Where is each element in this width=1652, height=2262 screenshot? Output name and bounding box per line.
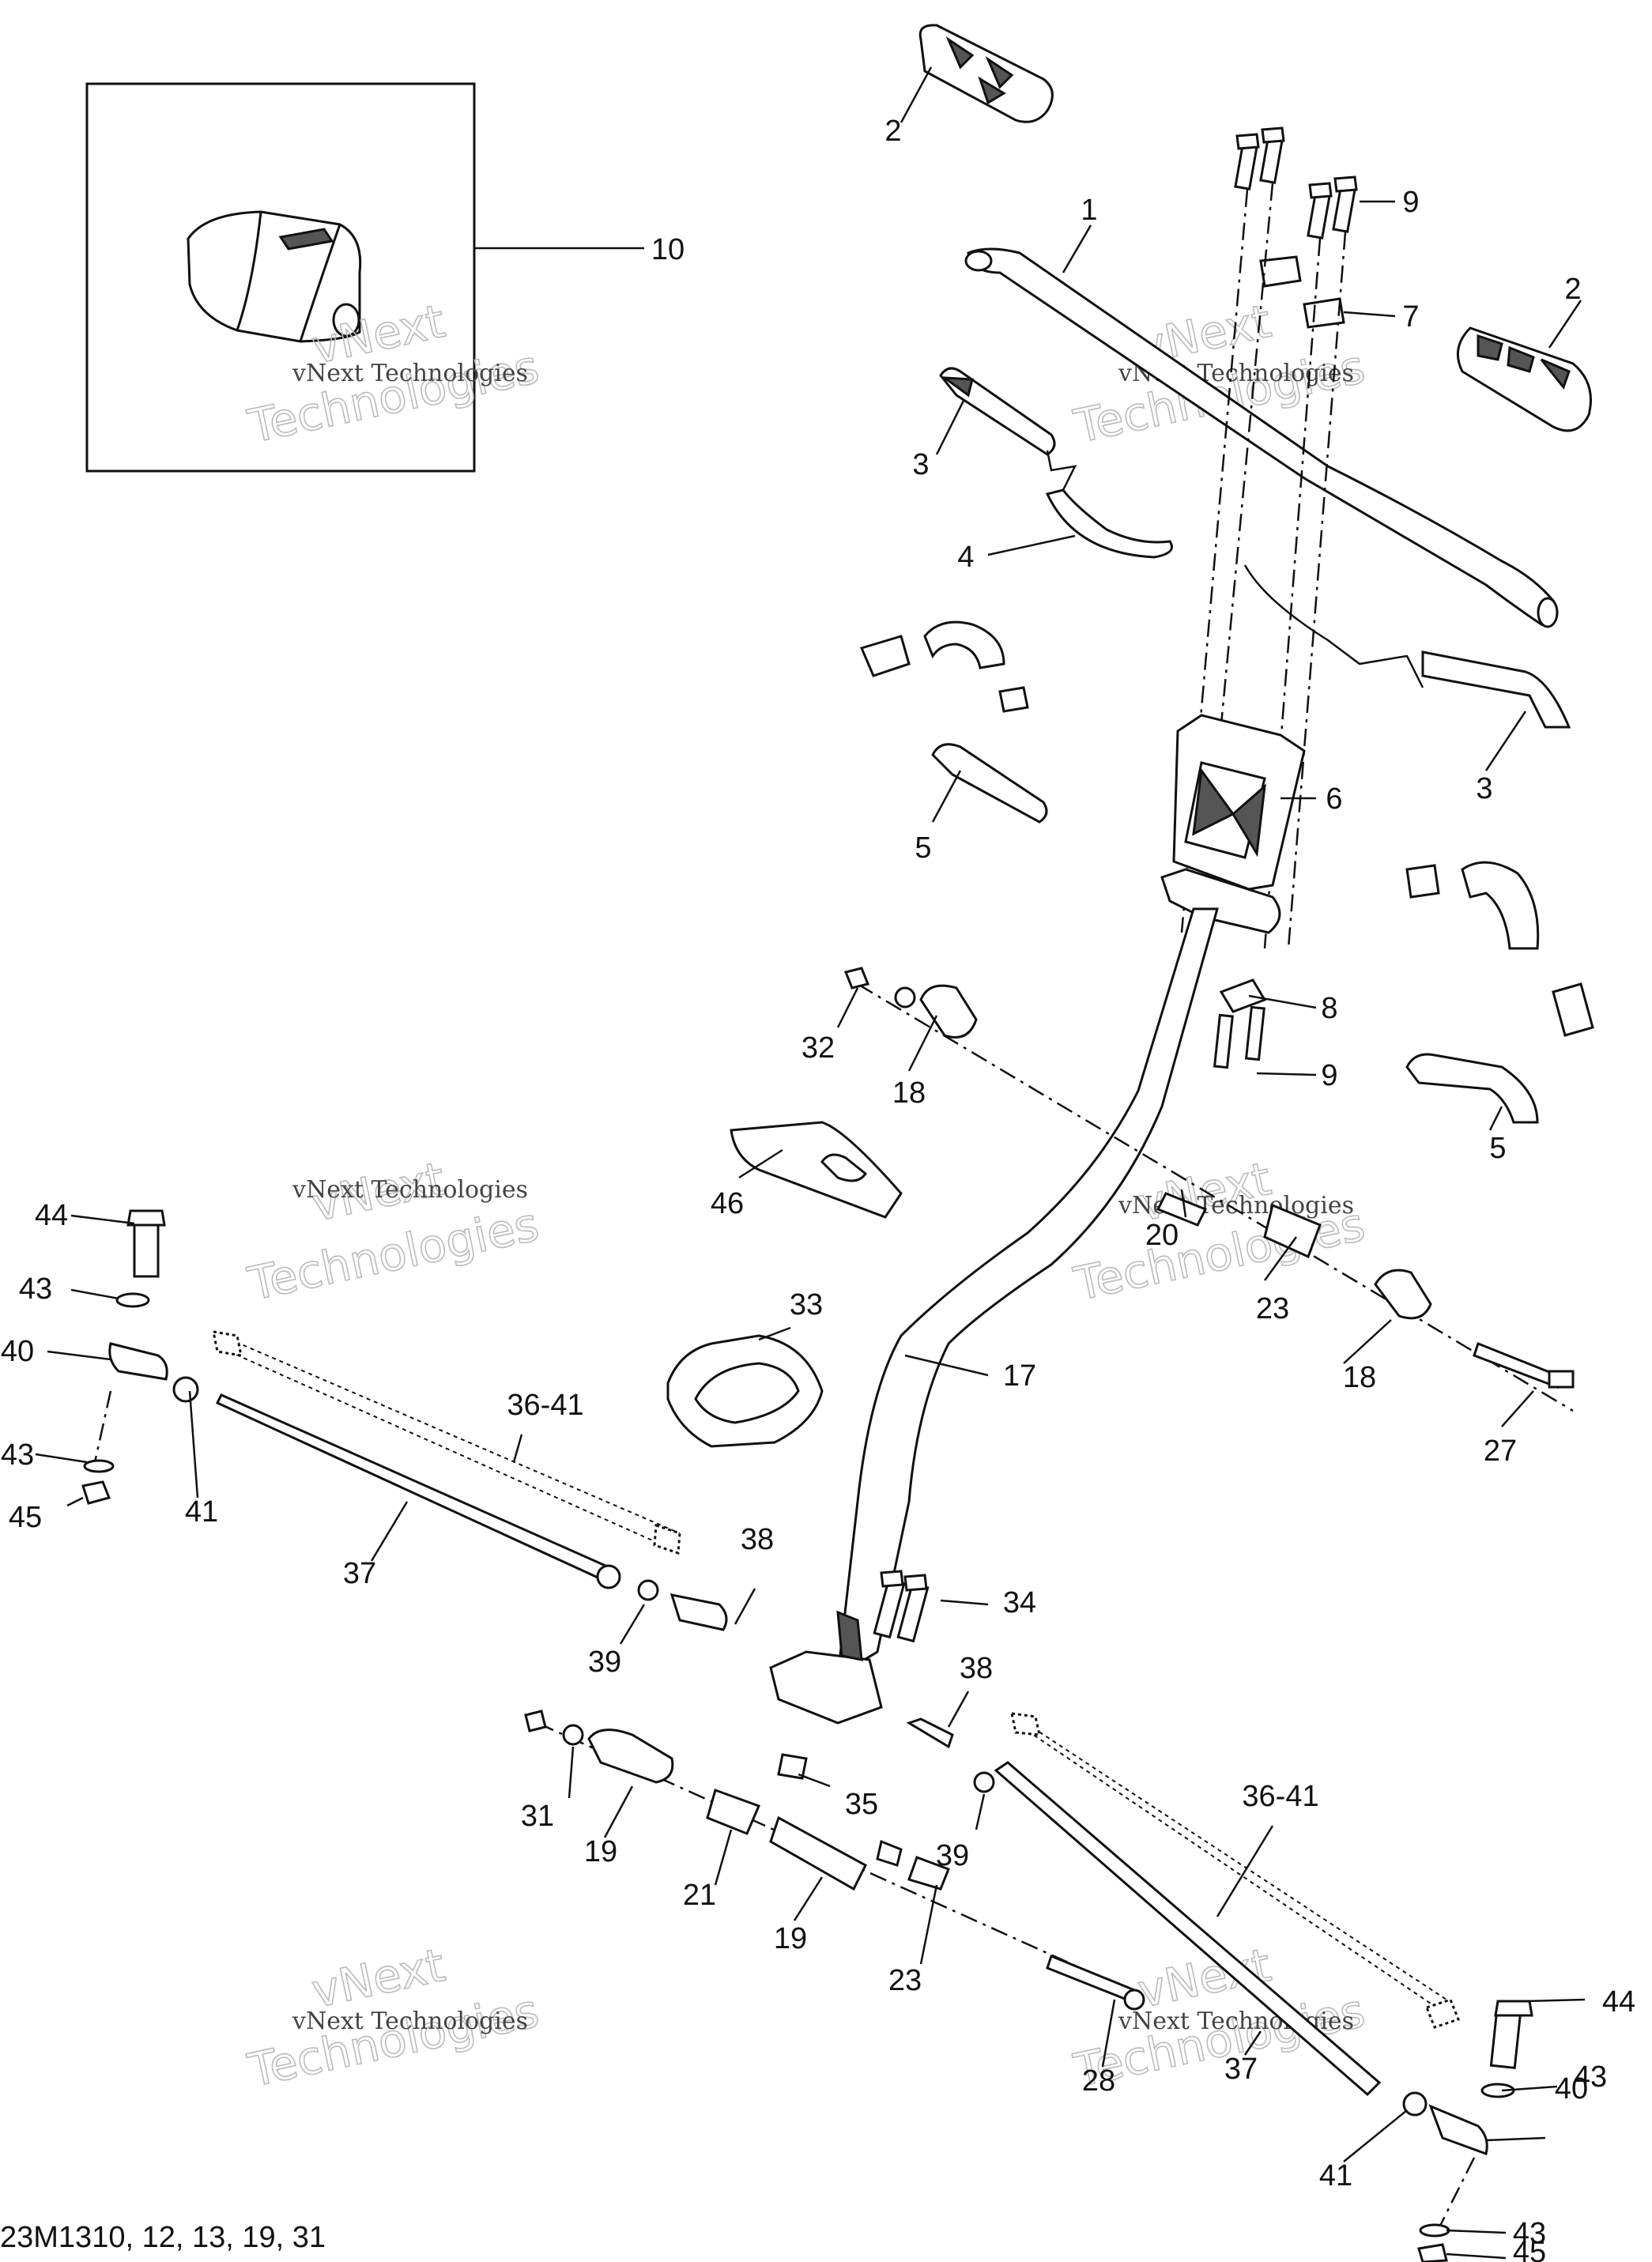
lower-linkage-parts	[524, 1710, 1145, 2011]
callout-39: 39	[588, 1646, 621, 1679]
callout-1: 1	[1081, 194, 1097, 227]
callout-43: 43	[1, 1438, 34, 1472]
callout-34: 34	[1003, 1586, 1036, 1619]
lever-right-part	[1421, 650, 1571, 729]
svg-text:vNext Technologies: vNext Technologies	[292, 360, 528, 387]
callout-10: 10	[651, 233, 685, 266]
callout-27: 27	[1484, 1434, 1517, 1468]
callout-32: 32	[801, 1031, 835, 1065]
callout-3: 3	[912, 448, 929, 481]
callout-41: 41	[1319, 2159, 1352, 2192]
upper-linkage-parts	[843, 967, 1575, 1389]
callout-38: 38	[960, 1652, 993, 1685]
callout-35: 35	[845, 1788, 878, 1821]
bolts-34-parts	[873, 1570, 930, 1643]
clamp-lower-parts	[1213, 978, 1267, 1069]
callout-31: 31	[521, 1800, 554, 1833]
callout-18: 18	[892, 1076, 926, 1110]
callout-21: 21	[683, 1879, 716, 1912]
tie-rod-left-parts	[81, 1209, 728, 1631]
diagram-reference-code: 23M1310, 12, 13, 19, 31	[0, 2221, 326, 2254]
callout-37: 37	[343, 1557, 376, 1590]
callout-5: 5	[915, 831, 931, 865]
riser-bracket-part	[1172, 714, 1306, 891]
grip-left-part	[918, 24, 1054, 123]
fittings-left-parts	[859, 620, 1048, 824]
svg-text:vNext Technologies: vNext Technologies	[292, 2008, 528, 2035]
callout-41: 41	[185, 1495, 218, 1529]
callout-23: 23	[888, 1964, 922, 1997]
svg-text:vNext Technologies: vNext Technologies	[1118, 1192, 1354, 1220]
callout-18: 18	[1343, 1361, 1376, 1394]
watermark-group: vNext Technologies vNext Technologies vN…	[243, 293, 1370, 2098]
callout-7: 7	[1402, 300, 1419, 334]
callout-40: 40	[1, 1335, 34, 1368]
callout-5: 5	[1489, 1132, 1506, 1165]
callout-6: 6	[1326, 782, 1342, 816]
callout-3: 3	[1476, 772, 1492, 805]
lever-left-part	[939, 367, 1077, 491]
clamp-upper-parts	[1234, 126, 1358, 329]
callout-8: 8	[1321, 992, 1337, 1025]
callout-36-41: 36-41	[507, 1389, 583, 1422]
callout-9: 9	[1402, 186, 1419, 219]
callout-38: 38	[741, 1523, 774, 1556]
handlebar-part	[964, 247, 1559, 628]
callout-33: 33	[790, 1288, 823, 1321]
callout-46: 46	[711, 1187, 744, 1220]
callout-19: 19	[774, 1922, 807, 1955]
callout-2: 2	[1564, 273, 1581, 306]
callout-20: 20	[1145, 1219, 1179, 1252]
callout-43: 43	[1513, 2217, 1546, 2250]
callout-4: 4	[957, 541, 974, 574]
leader-lines	[35, 66, 1586, 2260]
grip-right-part	[1456, 326, 1592, 432]
callout-43: 43	[1574, 2060, 1607, 2094]
callout-37: 37	[1224, 2053, 1258, 2086]
callout-9: 9	[1321, 1059, 1337, 1092]
inset-box	[85, 82, 644, 473]
callout-19: 19	[584, 1835, 617, 1868]
callout-44: 44	[1602, 1985, 1635, 2019]
callout-45: 45	[9, 1501, 42, 1534]
handlebar-cover-part	[187, 210, 362, 343]
callout-28: 28	[1082, 2064, 1115, 2098]
tie-rod-right-parts	[906, 1712, 1533, 2262]
callout-43: 43	[19, 1272, 52, 1306]
callout-44: 44	[35, 1199, 68, 1232]
cover-part	[666, 1334, 824, 1448]
pad-part	[730, 1121, 903, 1219]
callout-2: 2	[884, 115, 901, 148]
callout-23: 23	[1256, 1292, 1289, 1325]
callout-36-41: 36-41	[1242, 1780, 1318, 1813]
steering-column-part	[769, 868, 1281, 1725]
fittings-right-parts	[1405, 861, 1594, 1124]
callout-40: 40	[1555, 2072, 1588, 2106]
callout-17: 17	[1003, 1359, 1036, 1393]
callout-39: 39	[936, 1839, 969, 1872]
callout-45: 45	[1513, 2236, 1546, 2262]
callout-labels: 1 2 2 3 3 4 5 5 6 7 8 9 9 10 17 18 18 19…	[1, 115, 1635, 2262]
hose-part	[1045, 488, 1173, 559]
svg-text:vNext Technologies: vNext Technologies	[292, 1176, 528, 1204]
